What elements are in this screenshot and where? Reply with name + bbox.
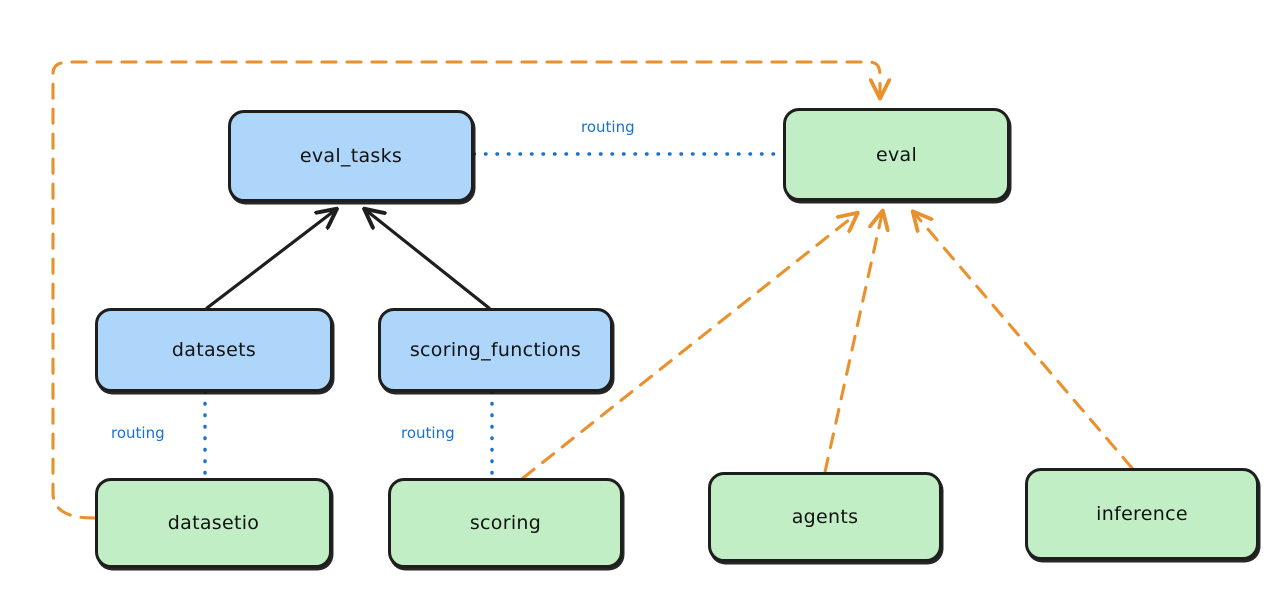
node-label: eval_tasks bbox=[299, 145, 403, 167]
node-eval-tasks[interactable]: eval_tasks bbox=[228, 110, 474, 202]
node-agents[interactable]: agents bbox=[708, 472, 942, 562]
node-scoring-functions[interactable]: scoring_functions bbox=[378, 308, 613, 392]
edge-label-routing-datasets-datasetio: routing bbox=[108, 424, 168, 442]
edge-label-routing-scoring-functions-scoring: routing bbox=[398, 424, 458, 442]
node-eval[interactable]: eval bbox=[783, 108, 1010, 201]
node-label: datasetio bbox=[167, 512, 260, 534]
node-inference[interactable]: inference bbox=[1025, 468, 1259, 560]
edge-agents-to-eval bbox=[823, 214, 882, 474]
node-label: agents bbox=[791, 506, 859, 528]
node-label: eval bbox=[875, 143, 918, 166]
edge-datasets-to-eval_tasks bbox=[205, 211, 334, 310]
node-label: scoring bbox=[469, 512, 542, 534]
node-datasetio[interactable]: datasetio bbox=[95, 478, 332, 568]
node-label: inference bbox=[1096, 503, 1188, 525]
node-scoring[interactable]: scoring bbox=[388, 478, 623, 568]
node-datasets[interactable]: datasets bbox=[95, 308, 333, 392]
node-label: datasets bbox=[171, 339, 257, 361]
node-label: scoring_functions bbox=[409, 339, 582, 361]
edge-inference-to-eval bbox=[915, 214, 1134, 470]
edge-label-routing-eval-tasks-eval: routing bbox=[578, 118, 638, 136]
edge-scoring_functions-to-eval_tasks bbox=[367, 211, 491, 310]
